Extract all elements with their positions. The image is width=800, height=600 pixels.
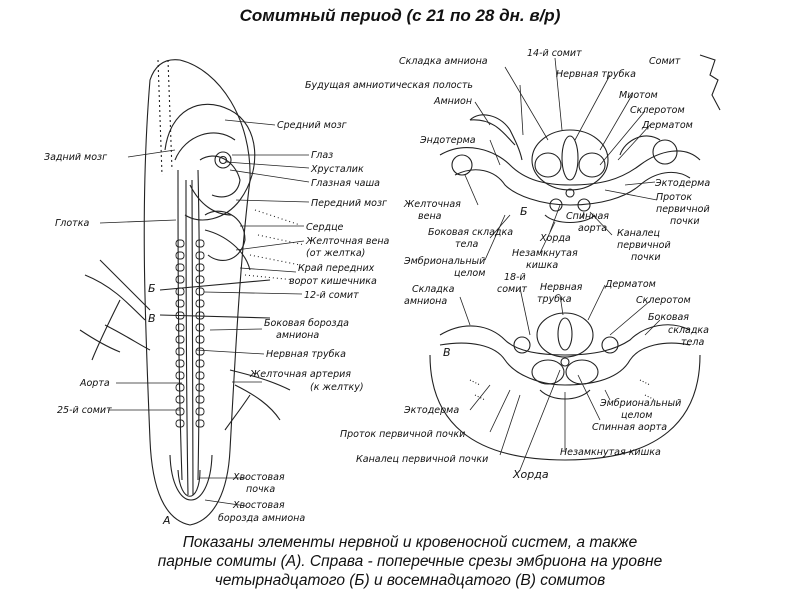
- label-b-miotom: Миотом: [619, 90, 658, 101]
- labels-section-b: Складка амниона 14-й сомит Сомит Будущая…: [305, 48, 710, 279]
- label-b-kanalets-1: Каналец: [617, 228, 660, 239]
- label-b-kanalets-3: почки: [631, 252, 661, 263]
- label-b-somit: Сомит: [649, 56, 681, 67]
- label-b-zheltochnaya-1: Желточная: [403, 199, 461, 210]
- label-b-skladka-amniona: Складка амниона: [399, 56, 488, 67]
- label-kray-1: Край передних: [298, 263, 375, 274]
- label-b-khorda: Хорда: [539, 233, 571, 244]
- label-v-letter: В: [443, 346, 451, 359]
- label-v-nervnaya-1: Нервная: [540, 282, 583, 293]
- label-v-protok: Проток первичной почки: [340, 429, 465, 440]
- label-khvostovaya-borozda-2: борозда амниона: [218, 513, 305, 524]
- label-b-zheltochnaya-2: вена: [418, 211, 442, 222]
- label-zheltochnaya-arteriya-2: (к желтку): [310, 382, 364, 393]
- label-nervnaya-trubka: Нервная трубка: [266, 349, 346, 360]
- label-peredniy-mozg: Передний мозг: [311, 198, 388, 209]
- label-b-dermatom: Дерматом: [641, 120, 693, 131]
- label-b-spinnaya-2: аорта: [578, 223, 607, 234]
- label-b-amnion: Амнион: [433, 96, 472, 107]
- label-khvostovaya-pochka-1: Хвостовая: [232, 472, 285, 483]
- label-khvostovaya-borozda-1: Хвостовая: [232, 500, 285, 511]
- leader-lines-b: [464, 57, 658, 261]
- label-v-bokovaya-1: Боковая: [648, 312, 689, 323]
- caption-line-2: парные сомиты (А). Справа - поперечные с…: [157, 553, 663, 570]
- label-b-spinnaya-1: Спинная: [566, 211, 609, 222]
- section-line-b: [159, 279, 271, 291]
- label-zheltochnaya-arteriya-1: Желточная артерия: [249, 369, 351, 380]
- label-v-nervnaya-2: трубка: [537, 294, 572, 305]
- label-v-skladka-2: амниона: [404, 296, 447, 307]
- label-zadniy-mozg: Задний мозг: [44, 152, 108, 163]
- label-khrustalik: Хрусталик: [310, 164, 364, 175]
- somites: [175, 239, 205, 428]
- label-bokovaya-borozda-2: амниона: [276, 330, 319, 341]
- label-aorta: Аорта: [79, 378, 110, 389]
- label-b-bokovaya-2: тела: [455, 239, 478, 250]
- label-b-endoderma: Эндотерма: [419, 135, 476, 146]
- label-b-protok-3: почки: [670, 216, 700, 227]
- label-serdtse: Сердце: [306, 222, 344, 233]
- leader-lines-v: [459, 284, 661, 471]
- embryo-diagram: Задний мозг Глотка Аорта 25-й сомит Сред…: [44, 48, 721, 527]
- slide-title: Сомитный период (с 21 по 28 дн. в/р): [239, 6, 561, 25]
- label-letter-v: В: [148, 312, 156, 325]
- label-b-nezamknutaya-2: кишка: [526, 260, 558, 271]
- label-b-ektoderma: Эктодерма: [654, 178, 710, 189]
- label-b-kanalets-2: первичной: [617, 240, 671, 251]
- label-somit-25: 25-й сомит: [57, 405, 112, 416]
- label-v-skladka-1: Складка: [412, 284, 455, 295]
- label-letter-b: Б: [148, 282, 156, 295]
- label-b-nervnaya-trubka: Нервная трубка: [556, 69, 636, 80]
- label-v-khorda: Хорда: [512, 468, 549, 481]
- label-v-somit-18-2: сомит: [497, 284, 527, 295]
- label-b-embrionalny-2: целом: [454, 268, 485, 279]
- label-v-kanalets: Каналец первичной почки: [356, 454, 488, 465]
- label-v-bokovaya-2: складка: [668, 325, 709, 336]
- leader-lines-left: [99, 119, 310, 507]
- label-b-protok-2: первичной: [656, 204, 710, 215]
- label-b-somit-14: 14-й сомит: [527, 48, 582, 59]
- labels-section-v: Складка амниона 18-й сомит Нервная трубк…: [340, 272, 709, 481]
- label-v-dermatom: Дерматом: [604, 279, 656, 290]
- label-v-nezamknutaya: Незамкнутая кишка: [560, 447, 661, 458]
- label-v-embrionalny-1: Эмбриональный: [599, 398, 681, 409]
- label-zheltochnaya-vena-2: (от желтка): [306, 248, 365, 259]
- label-somit-12: 12-й сомит: [304, 290, 359, 301]
- label-b-budushchaya: Будущая амниотическая полость: [305, 80, 473, 91]
- label-b-protok-1: Проток: [656, 192, 692, 203]
- section-line-v: [159, 314, 271, 319]
- label-glaznaya-chasha: Глазная чаша: [311, 178, 380, 189]
- label-sredniy-mozg: Средний мозг: [277, 120, 348, 131]
- section-b-drawing: [439, 54, 721, 224]
- label-bokovaya-borozda-1: Боковая борозда: [264, 318, 349, 329]
- label-v-ektoderma: Эктодерма: [403, 405, 459, 416]
- label-b-bokovaya-1: Боковая складка: [428, 227, 513, 238]
- slide-caption: Показаны элементы нервной и кровеносной …: [60, 533, 760, 590]
- label-zheltochnaya-vena-1: Желточная вена: [305, 236, 390, 247]
- label-kray-2: ворот кишечника: [289, 276, 377, 287]
- label-v-spinnaya: Спинная аорта: [592, 422, 667, 433]
- label-b-embrionalny-1: Эмбриональный: [403, 256, 485, 267]
- label-glaz: Глаз: [311, 150, 333, 161]
- section-v-drawing: [429, 312, 701, 461]
- label-v-somit-18-1: 18-й: [504, 272, 526, 283]
- label-v-bokovaya-3: тела: [681, 337, 704, 348]
- label-khvostovaya-pochka-2: почка: [246, 484, 275, 495]
- label-letter-a: А: [162, 514, 171, 527]
- embryo-body-drawing: [79, 59, 306, 526]
- label-glotka: Глотка: [55, 218, 89, 229]
- caption-line-3: четырнадцатого (Б) и восемнадцатого (В) …: [214, 572, 606, 589]
- labels-left: Задний мозг Глотка Аорта 25-й сомит Сред…: [44, 120, 390, 527]
- label-v-sklerotom: Склеротом: [636, 295, 691, 306]
- label-b-sklerotom: Склеротом: [630, 105, 685, 116]
- label-b-letter: Б: [520, 205, 528, 218]
- label-v-embrionalny-2: целом: [621, 410, 652, 421]
- label-b-nezamknutaya-1: Незамкнутая: [512, 248, 578, 259]
- caption-line-1: Показаны элементы нервной и кровеносной …: [182, 534, 638, 551]
